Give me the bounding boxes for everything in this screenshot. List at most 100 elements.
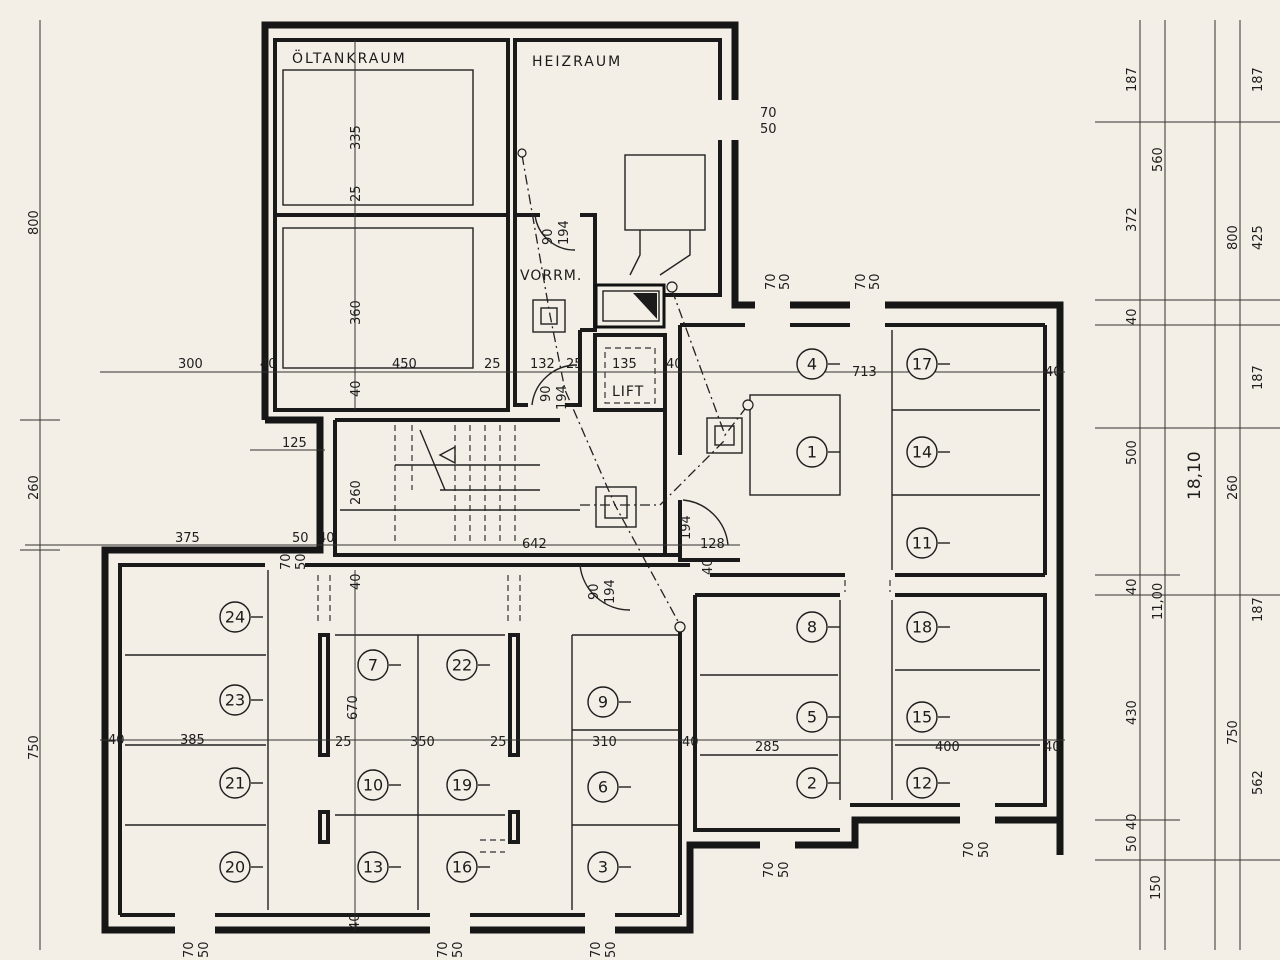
dim-25e: 25 (349, 185, 364, 202)
dim-450: 450 (392, 357, 417, 372)
dimension-lines (20, 20, 1280, 950)
room-label-heizraum: HEIZRAUM (532, 54, 622, 70)
cellar-number: 14 (912, 443, 932, 462)
dim-r-187: 187 (1125, 67, 1140, 92)
cellar-marker: 21 (219, 767, 263, 799)
cellar-number: 11 (912, 534, 932, 553)
cellar-circle (906, 611, 938, 643)
cellar-number: 21 (225, 774, 245, 793)
cellar-number: 5 (807, 708, 817, 727)
dim-40i: 40 (349, 573, 364, 590)
cellar-circle (906, 527, 938, 559)
dim-70h: 70 (762, 861, 777, 878)
dim-left-800: 800 (27, 210, 42, 235)
dim-50e: 50 (294, 553, 309, 570)
dim-50d: 50 (760, 122, 777, 137)
room-label-vorraum: VORRM. (520, 268, 582, 284)
dim-r-500: 500 (1125, 440, 1140, 465)
cellar-circle (906, 348, 938, 380)
dim-left-750: 750 (27, 735, 42, 760)
dim-285: 285 (755, 740, 780, 755)
dim-310: 310 (592, 735, 617, 750)
cellar-circle (796, 348, 828, 380)
dim-40f: 40 (682, 735, 699, 750)
cellar-marker: 17 (906, 348, 950, 380)
room-labels: ÖLTANKRAUM HEIZRAUM VORRM. LIFT (292, 49, 643, 400)
dim-50f: 50 (197, 941, 212, 958)
cellar-circle (796, 767, 828, 799)
inner-walls (118, 38, 1047, 917)
dim-f-425: 425 (1251, 225, 1266, 250)
cellar-number: 6 (598, 778, 608, 797)
dim-25: 25 (484, 357, 501, 372)
staircase (340, 425, 580, 545)
cellar-marker: 23 (219, 684, 263, 716)
dim-128: 128 (700, 537, 725, 552)
cellar-number: 9 (598, 693, 608, 712)
dim-70f: 70 (436, 941, 451, 958)
dim-70d: 70 (279, 553, 294, 570)
dim-70a: 70 (764, 273, 779, 290)
cellar-circle (219, 767, 251, 799)
dim-r-150: 150 (1149, 875, 1164, 900)
dim-f-260: 260 (1226, 475, 1241, 500)
cellar-circle (357, 851, 389, 883)
cellar-number: 20 (225, 858, 245, 877)
dim-40b: 40 (666, 357, 683, 372)
dim-25d: 25 (490, 735, 507, 750)
cellar-circle (219, 684, 251, 716)
dim-r-40c: 40 (1125, 813, 1140, 830)
cellar-marker: 9 (587, 686, 631, 718)
cellar-marker: 15 (906, 701, 950, 733)
cellar-circle (796, 701, 828, 733)
dim-f-562: 562 (1251, 770, 1266, 795)
cellar-number: 10 (363, 776, 383, 795)
dim-25c: 25 (335, 735, 352, 750)
cellar-number: 16 (452, 858, 472, 877)
dim-40: 40 (260, 357, 277, 372)
cellar-number: 1 (807, 443, 817, 462)
wall-heizraum-east (731, 140, 755, 309)
dim-r-430: 430 (1125, 700, 1140, 725)
dim-40e: 40 (108, 733, 125, 748)
cellar-circle (446, 769, 478, 801)
wall-east-wing-south-3 (615, 841, 760, 934)
dim-40g: 40 (1044, 740, 1061, 755)
dim-194a: 194 (557, 220, 572, 245)
dim-50h: 50 (604, 941, 619, 958)
dim-300: 300 (178, 357, 203, 372)
dim-r-40b: 40 (1125, 578, 1140, 595)
dim-50g: 50 (451, 941, 466, 958)
cellar-circle (219, 851, 251, 883)
wall-south-west (101, 416, 324, 934)
cellar-number: 12 (912, 774, 932, 793)
cellar-circle (446, 851, 478, 883)
cellar-marker: 2 (796, 767, 840, 799)
dim-350: 350 (410, 735, 435, 750)
dim-25b: 25 (566, 357, 583, 372)
cellar-marker: 8 (796, 611, 840, 643)
dim-r-50: 50 (1125, 835, 1140, 852)
dim-670: 670 (346, 695, 361, 720)
dim-70g: 70 (589, 941, 604, 958)
room-label-oeltankraum: ÖLTANKRAUM (292, 49, 407, 67)
dim-50c: 50 (868, 273, 883, 290)
cellar-marker: 22 (446, 649, 490, 681)
cellar-circle (587, 686, 619, 718)
cellar-marker: 11 (906, 527, 950, 559)
dim-40h: 40 (349, 380, 364, 397)
dim-40j: 40 (701, 558, 716, 575)
dim-40c: 40 (1045, 365, 1062, 380)
dim-132: 132 (530, 357, 555, 372)
dim-f-750: 750 (1226, 720, 1241, 745)
cellar-number: 3 (598, 858, 608, 877)
dim-left-260: 260 (27, 475, 42, 500)
dim-90b: 90 (539, 385, 554, 402)
cellar-marker: 16 (446, 851, 490, 883)
dim-135: 135 (612, 357, 637, 372)
cellar-marker: 19 (446, 769, 490, 801)
cellar-number: 7 (368, 656, 378, 675)
oeltankraum-walls (273, 38, 510, 412)
cellar-marker: 3 (587, 851, 631, 883)
wall-east-wing-south-2 (795, 816, 960, 849)
